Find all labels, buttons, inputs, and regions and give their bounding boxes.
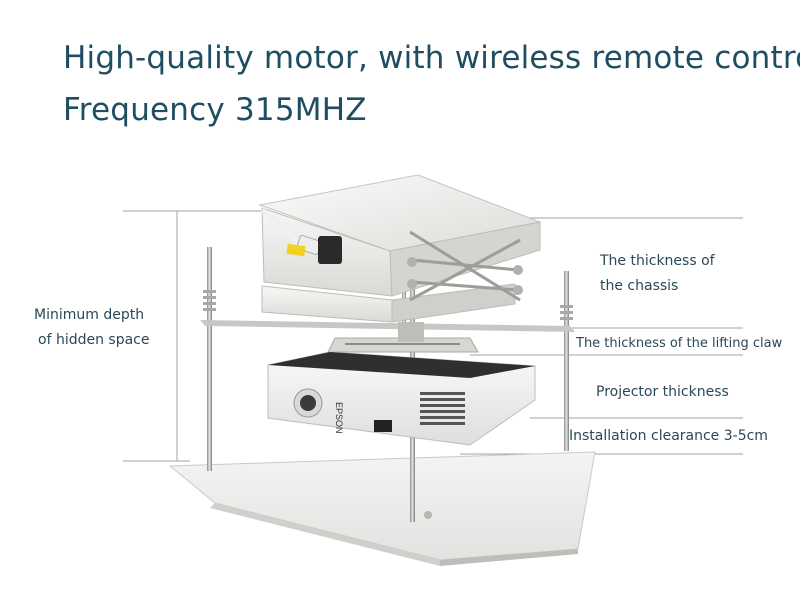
vent-grille (420, 392, 465, 425)
headline-frequency: Frequency 315MHZ (63, 92, 367, 128)
lifting-claw-label: The thickness of the lifting claw (576, 336, 783, 351)
warning-sticker (286, 243, 306, 257)
headline-title: High-quality motor, with wireless remote… (63, 40, 800, 76)
installation-clearance-label: Installation clearance 3-5cm (569, 428, 768, 444)
projector-thickness-label: Projector thickness (596, 384, 729, 400)
power-switch-icon (318, 236, 342, 264)
lift-chassis (258, 174, 542, 323)
cable-clamp (374, 420, 392, 432)
projector: EPSON (267, 351, 536, 446)
projector-lens-icon (300, 395, 316, 411)
chassis-label-line2: the chassis (600, 278, 679, 294)
min-depth-label-line1: Minimum depth (34, 307, 145, 323)
projector-brand: EPSON (334, 402, 344, 434)
scissor-arms (409, 230, 521, 302)
crossbar-frame (200, 320, 575, 332)
min-depth-label-line2: of hidden space (38, 332, 150, 348)
chassis-label-line1: The thickness of (600, 253, 715, 269)
lifting-claw (327, 322, 479, 353)
ceiling-plate (168, 451, 596, 566)
